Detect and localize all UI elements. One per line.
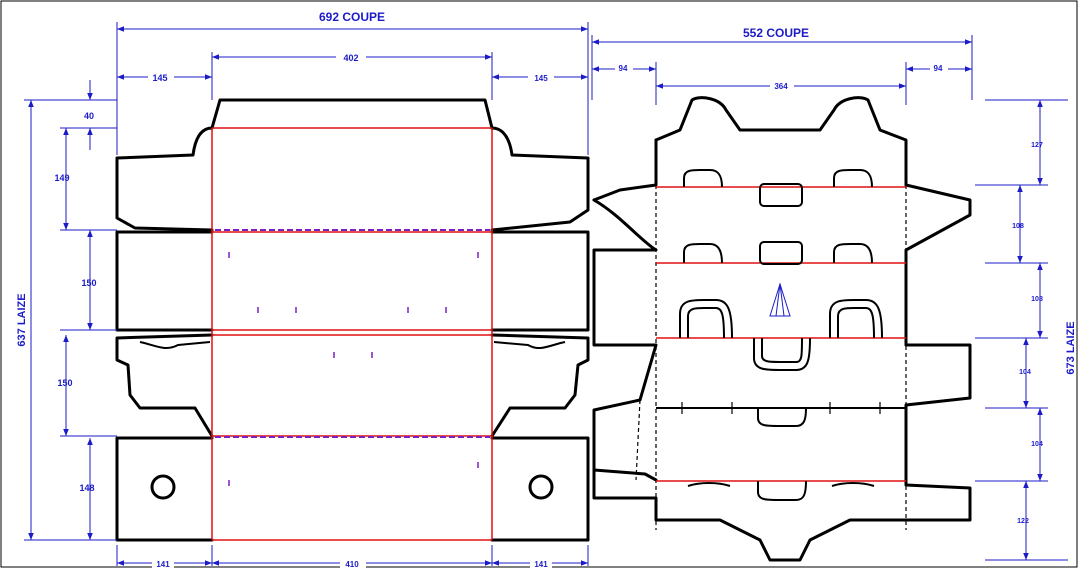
label-r-104a: 104 bbox=[1019, 369, 1031, 376]
label-bottom-410: 410 bbox=[345, 560, 359, 568]
label-left-flap-top: 145 bbox=[152, 73, 167, 83]
right-insert-dieline bbox=[592, 96, 972, 562]
label-left-panel-top: 402 bbox=[343, 53, 358, 63]
label-h-150b: 150 bbox=[57, 378, 72, 388]
label-left-width-total: 692 COUPE bbox=[319, 10, 385, 24]
hand-hole-right bbox=[528, 474, 554, 500]
label-right-height-total: 673 LAIZE bbox=[1065, 321, 1077, 374]
label-right-flap-top: 145 bbox=[534, 74, 548, 83]
label-right-width-total: 552 COUPE bbox=[743, 26, 809, 40]
label-h-40: 40 bbox=[84, 111, 94, 121]
label-h-150a: 150 bbox=[81, 278, 96, 288]
left-box-dieline bbox=[115, 98, 590, 542]
label-r-108a: 108 bbox=[1012, 223, 1024, 230]
hand-hole-left bbox=[150, 474, 176, 500]
label-r-127: 127 bbox=[1031, 142, 1043, 149]
label-r-108b: 108 bbox=[1031, 296, 1043, 303]
label-h-149: 149 bbox=[54, 173, 69, 183]
dimension-lines bbox=[24, 22, 1068, 566]
label-bottom-141a: 141 bbox=[156, 560, 170, 568]
label-r-center: 364 bbox=[774, 82, 788, 91]
label-bottom-141b: 141 bbox=[534, 560, 548, 568]
label-r-right-flap: 94 bbox=[934, 64, 943, 73]
dimension-labels: 692 COUPE 552 COUPE 145 402 145 94 364 9… bbox=[14, 9, 1077, 568]
label-h-148: 148 bbox=[79, 483, 94, 493]
label-r-122: 122 bbox=[1017, 518, 1029, 525]
label-r-left-flap: 94 bbox=[619, 64, 628, 73]
label-r-104b: 104 bbox=[1031, 441, 1043, 448]
label-left-height-total: 637 LAIZE bbox=[16, 293, 28, 346]
